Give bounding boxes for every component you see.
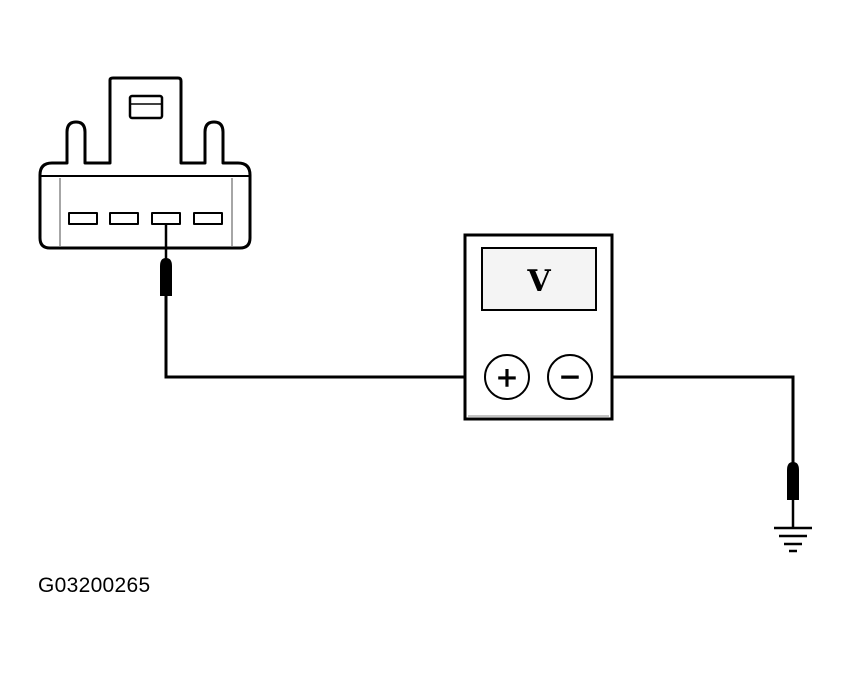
voltmeter-display-label: V [526, 264, 551, 299]
connector-terminal [193, 212, 223, 225]
negative-lead [593, 375, 795, 472]
connector-terminal [68, 212, 98, 225]
figure-id: G03200265 [38, 574, 151, 597]
voltmeter: V + − [463, 233, 614, 421]
ground-icon [774, 526, 812, 553]
positive-terminal [484, 354, 530, 400]
negative-terminal-label: − [558, 360, 581, 393]
positive-lead [164, 294, 484, 379]
ground-probe [787, 462, 799, 527]
connector-terminal [109, 212, 139, 225]
connector [38, 76, 252, 250]
voltmeter-display [481, 247, 597, 311]
connector-terminal [151, 212, 181, 225]
positive-terminal-label: + [495, 361, 518, 394]
lead-wires [164, 294, 795, 472]
positive-probe [160, 224, 172, 296]
negative-terminal [547, 354, 593, 400]
